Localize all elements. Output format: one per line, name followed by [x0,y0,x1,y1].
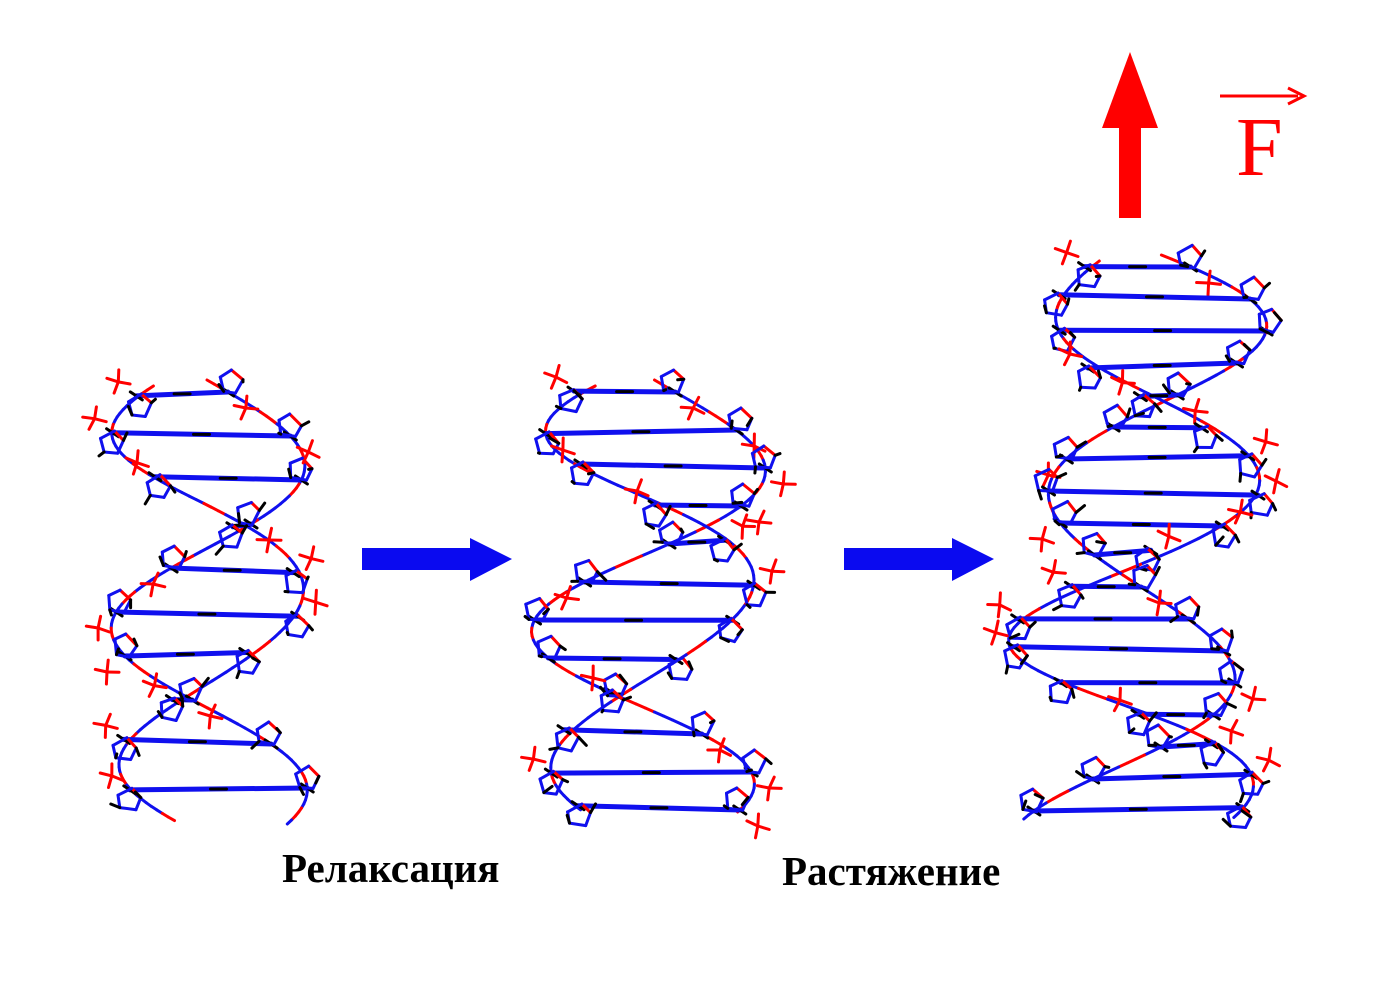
force-symbol: F [1236,101,1283,194]
stretched-dna-helix [982,239,1289,829]
caption-relaxation: Релаксация [282,845,500,891]
vector-arrow-over-f [1220,86,1308,106]
relaxed-dna-helix [520,364,797,840]
force-arrow [1102,52,1158,218]
initial-dna-helix [81,368,329,826]
process-arrow-1 [362,538,512,581]
caption-stretching: Растяжение [782,848,1001,894]
process-arrow-2 [844,538,994,581]
